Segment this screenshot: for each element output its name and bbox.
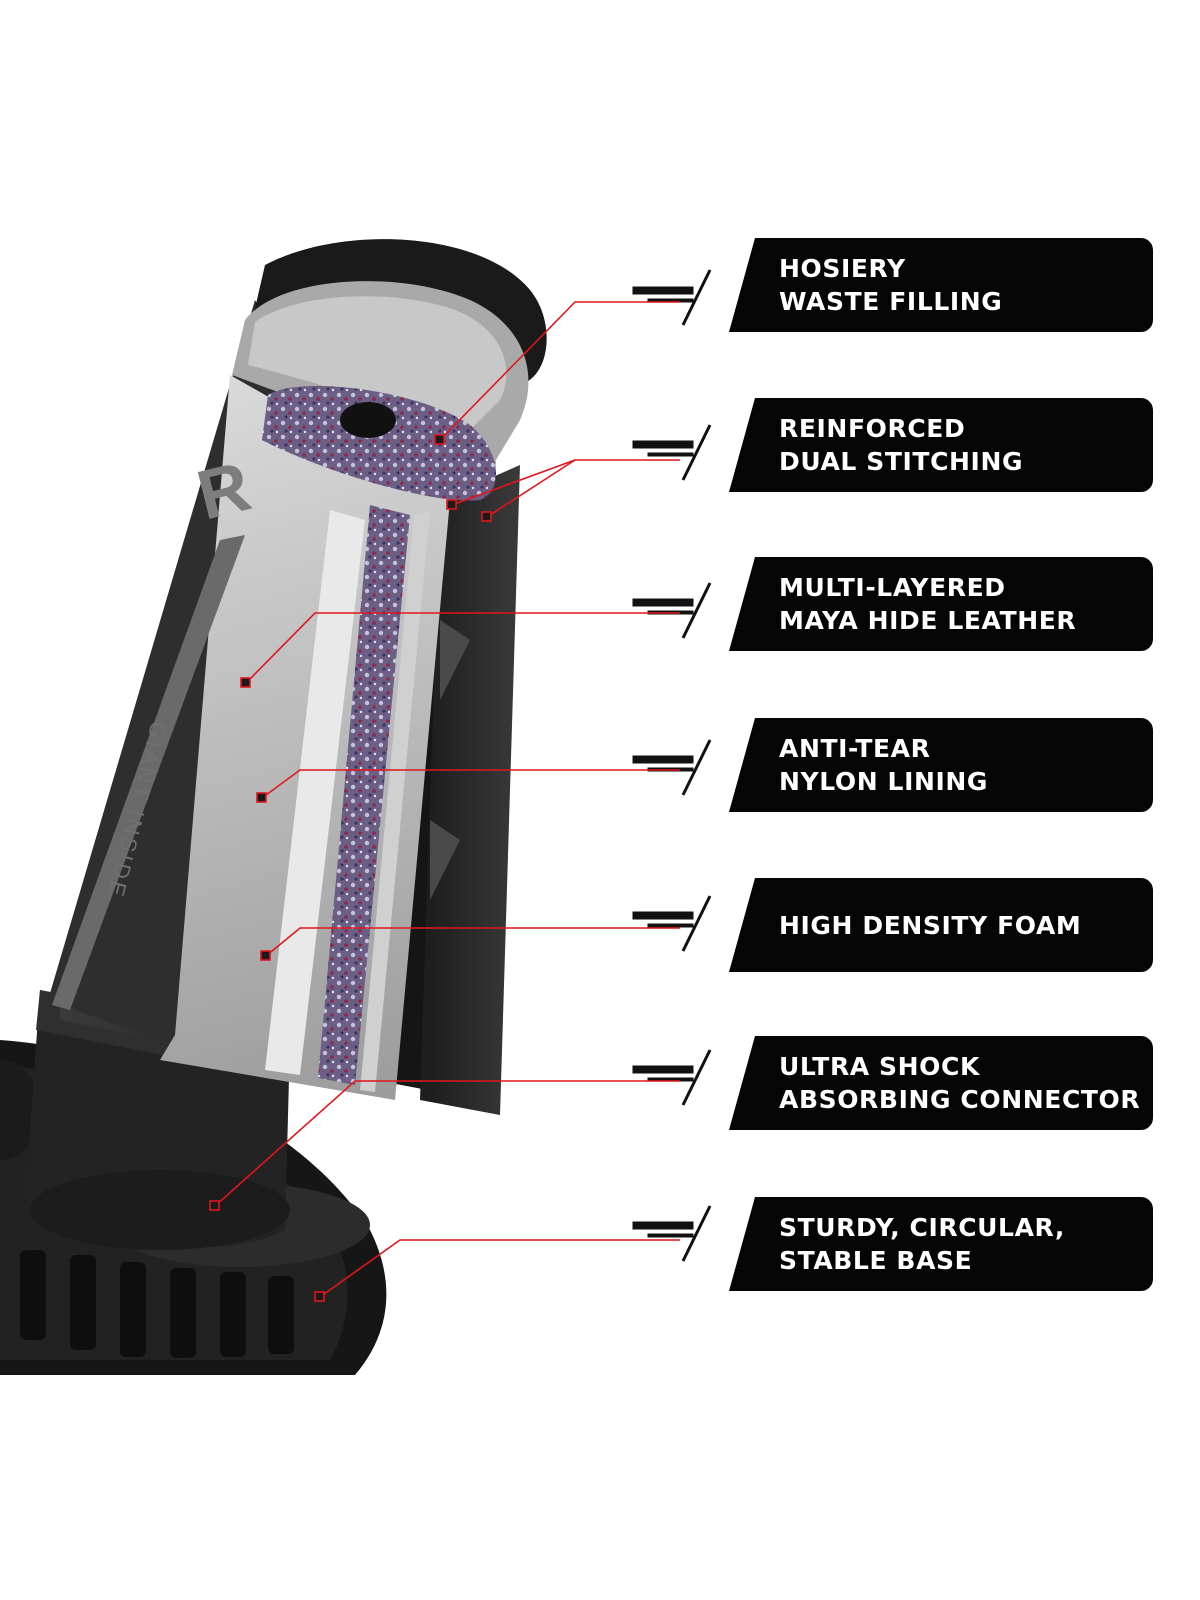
callout-marker-connector bbox=[209, 1200, 220, 1211]
label-connector-stubs bbox=[632, 269, 712, 1262]
callout-lines bbox=[214, 301, 680, 1298]
feature-label-line2: STABLE BASE bbox=[779, 1246, 973, 1275]
feature-label-sturdy-circular-stable-base: STURDY, CIRCULAR, STABLE BASE bbox=[729, 1197, 1153, 1291]
feature-label-line1: MULTI-LAYERED bbox=[779, 573, 1006, 602]
feature-label-line2: NYLON LINING bbox=[779, 767, 989, 796]
callout-line-stitching-2 bbox=[451, 459, 576, 506]
feature-label-high-density-foam: HIGH DENSITY FOAM bbox=[729, 878, 1153, 972]
feature-label-hosiery-waste-filling: HOSIERY WASTE FILLING bbox=[729, 238, 1153, 332]
feature-label-line1: REINFORCED bbox=[779, 414, 966, 443]
callout-marker-leather bbox=[240, 677, 251, 688]
callout-line-connector bbox=[214, 1080, 680, 1207]
callout-line-base bbox=[319, 1239, 680, 1298]
callout-line-nylon bbox=[261, 769, 680, 799]
callout-marker-stitching-2 bbox=[446, 499, 457, 510]
feature-label-line1: ULTRA SHOCK bbox=[779, 1052, 980, 1081]
callout-line-foam bbox=[265, 927, 680, 957]
feature-label-line2: WASTE FILLING bbox=[779, 287, 1003, 316]
callout-line-hosiery bbox=[439, 301, 680, 441]
feature-label-line2: DUAL STITCHING bbox=[779, 447, 1024, 476]
callout-marker-nylon bbox=[256, 792, 267, 803]
feature-label-line2: ABSORBING CONNECTOR bbox=[779, 1085, 1141, 1114]
callout-line-leather bbox=[245, 612, 680, 684]
callout-markers bbox=[209, 434, 492, 1302]
feature-label-line1: ANTI-TEAR bbox=[779, 734, 931, 763]
feature-label-line1: HOSIERY bbox=[779, 254, 906, 283]
callout-marker-hosiery bbox=[434, 434, 445, 445]
feature-label-anti-tear-nylon-lining: ANTI-TEAR NYLON LINING bbox=[729, 718, 1153, 812]
feature-label-ultra-shock-absorbing-connector: ULTRA SHOCK ABSORBING CONNECTOR bbox=[729, 1036, 1153, 1130]
callout-marker-foam bbox=[260, 950, 271, 961]
feature-label-reinforced-dual-stitching: REINFORCED DUAL STITCHING bbox=[729, 398, 1153, 492]
feature-label-line1: STURDY, CIRCULAR, bbox=[779, 1213, 1065, 1242]
callout-marker-base bbox=[314, 1291, 325, 1302]
feature-label-line1: HIGH DENSITY FOAM bbox=[779, 910, 1082, 940]
callout-marker-stitching bbox=[481, 511, 492, 522]
feature-label-maya-hide-leather: MULTI-LAYERED MAYA HIDE LEATHER bbox=[729, 557, 1153, 651]
feature-label-line2: MAYA HIDE LEATHER bbox=[779, 606, 1077, 635]
